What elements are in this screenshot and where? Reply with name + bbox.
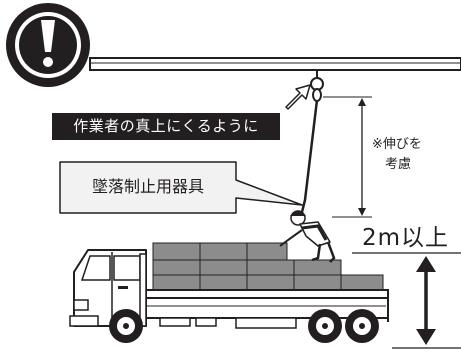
anchor-hook xyxy=(310,70,324,102)
lanyard xyxy=(300,99,319,213)
height-dimension xyxy=(352,252,461,349)
equipment-label: 墜落制止用器具 xyxy=(91,177,204,196)
truck-wheels xyxy=(109,309,379,343)
banner-label: 作業者の真上にくるように xyxy=(52,113,280,140)
equipment-callout xyxy=(59,161,303,214)
overhead-beam xyxy=(89,57,461,71)
exclamation-icon xyxy=(6,3,90,87)
height-label: 2m以上 xyxy=(362,225,450,251)
worker-figure xyxy=(279,210,336,263)
pointer-arrow xyxy=(285,84,311,110)
stretch-dimension xyxy=(323,96,372,218)
stretch-note-line2: 考慮 xyxy=(385,157,412,172)
stretch-note-line1: ※伸びを xyxy=(372,137,422,152)
cargo-load xyxy=(152,242,384,291)
